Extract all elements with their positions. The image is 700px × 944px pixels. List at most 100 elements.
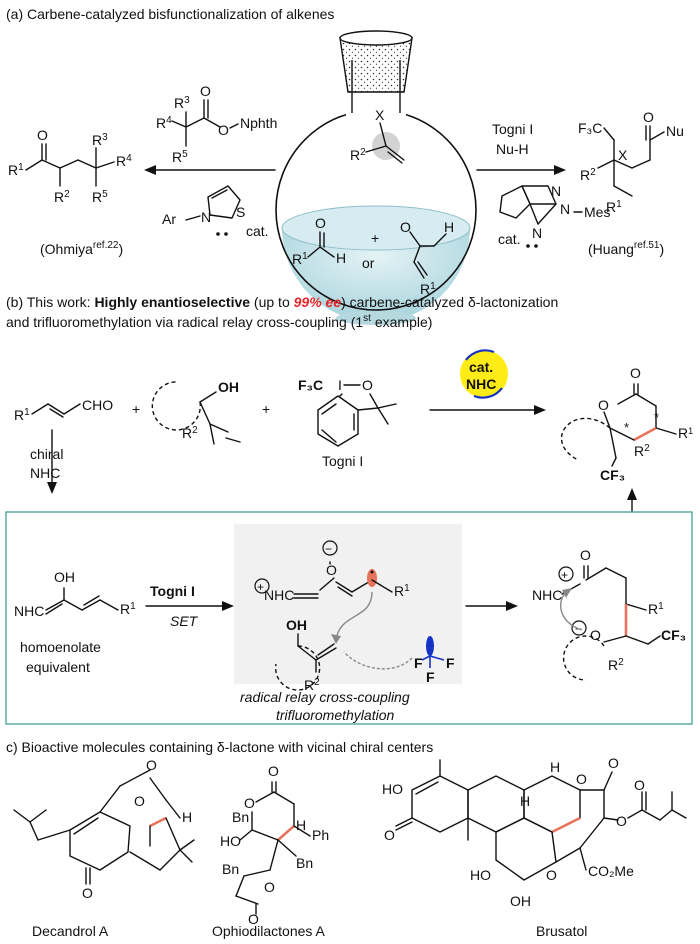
svg-text:H: H [182,809,192,825]
svg-text:O: O [598,397,609,413]
svg-text:N: N [560,201,570,217]
svg-text:O: O [384,827,395,843]
svg-text:H: H [444,219,454,235]
svg-text:O: O [546,867,557,883]
radical-caption-1: radical relay cross-coupling [240,689,410,705]
svg-text:OH: OH [54,569,75,585]
arrow-togni-set: Togni I SET [145,583,234,629]
svg-text:O: O [146,757,157,773]
allylic-alcohol-reagent: OH R2 [151,379,241,445]
togni-reagent: F₃C I O Togni I [298,377,397,469]
svg-text:S: S [236,204,245,220]
svg-text:or: or [362,255,375,271]
svg-text:CO₂Me: CO₂Me [588,863,634,879]
svg-text:F: F [426,669,435,685]
svg-text:+: + [262,401,270,417]
svg-text:H: H [520,793,530,809]
svg-text:Bn: Bn [222,861,239,877]
svg-text:O: O [576,771,587,787]
svg-text:Togni I: Togni I [150,583,195,599]
decandrol-label: Decandrol A [32,923,109,939]
radical-panel [234,524,462,684]
svg-text:X: X [375,107,385,123]
svg-text:R1: R1 [8,162,24,178]
left-product-structure: R1 O R2 R3 R4 R5 (Ohmiyaref.22) [8,127,132,257]
svg-text:(Huangref.51): (Huangref.51) [588,240,664,257]
svg-text:−: − [325,542,332,556]
mechanism-box [5,511,693,725]
cat-nhc-badge: cat. NHC [460,349,508,399]
svg-text:R5: R5 [172,149,188,165]
svg-text:R4: R4 [156,115,172,131]
svg-text:NHC: NHC [264,587,294,603]
svg-text:NHC: NHC [14,603,44,619]
svg-text:O: O [82,885,93,901]
svg-text:cat.: cat. [498,231,521,247]
svg-text:OH: OH [218,379,239,395]
svg-text:O: O [634,777,645,793]
svg-text:R2: R2 [580,167,596,183]
svg-text:F: F [414,655,423,671]
svg-text:Nphth: Nphth [240,115,277,131]
svg-text:HO: HO [470,867,491,883]
ophiodilactone-structure: O O H Ph Bn Bn HO Bn O O [220,763,329,927]
svg-text:+: + [561,568,568,582]
svg-text:CHO: CHO [82,397,113,413]
enal-reagent: R1 CHO [14,397,113,423]
svg-text:Nu: Nu [666,123,684,139]
svg-text:R2: R2 [608,657,624,673]
svg-text:H: H [336,250,346,266]
svg-text:NHC: NHC [532,587,562,603]
svg-text:(Ohmiyaref.22): (Ohmiyaref.22) [40,240,123,257]
right-product-structure: F₃C R2 X R1 O Nu (Huangref.51) [578,109,684,257]
section-c-heading: c) Bioactive molecules containing δ-lact… [6,739,433,755]
svg-text:N: N [532,225,542,241]
svg-text:O: O [248,911,259,927]
arrow-down-b: chiral NHC [30,429,63,494]
svg-text:O: O [200,83,211,99]
right-reagent-togni: Togni I [492,121,533,137]
svg-text:O: O [264,879,275,895]
svg-text:R4: R4 [116,153,132,169]
svg-text:R1: R1 [14,407,30,423]
svg-text:+: + [257,580,264,594]
arrow-up-b [627,488,637,513]
svg-text:R3: R3 [174,95,190,111]
svg-text:O: O [134,793,145,809]
svg-text:Mes: Mes [584,204,610,220]
svg-text:F₃C: F₃C [578,120,602,136]
radical-intermediate: − O NHC + R1 OH R2 F F F [254,540,455,693]
right-reagent-nuh: Nu-H [496,141,529,157]
svg-text:*: * [624,420,629,435]
svg-text:HO: HO [220,833,241,849]
svg-text:cat.: cat. [246,223,269,239]
svg-text:Bn: Bn [232,809,249,825]
svg-text:R3: R3 [92,132,108,148]
right-catalyst-structure: N N N Mes cat. [498,183,610,248]
svg-text:Ph: Ph [312,827,329,843]
svg-text:R5: R5 [92,189,108,205]
brusatol-label: Brusatol [536,923,587,939]
svg-text:X: X [618,147,628,163]
svg-text:R1: R1 [606,199,622,215]
svg-text:OH: OH [510,893,531,909]
svg-text:equivalent: equivalent [26,659,90,675]
svg-text:+: + [132,401,140,417]
brusatol-structure: HO O H H O O O O HO OH O CO₂Me [382,755,687,909]
svg-text:R2: R2 [350,147,366,163]
svg-text:O: O [630,365,641,381]
lactone-product: O O R1 * * R2 CF₃ [560,365,693,483]
svg-text:O: O [315,215,326,231]
svg-text:O: O [326,562,337,578]
svg-text:SET: SET [170,613,199,629]
svg-text:O: O [218,122,229,138]
svg-text:F₃C: F₃C [298,377,323,393]
homoenolate-structure: OH NHC R1 homoenolate equivalent [14,569,136,675]
svg-text:O: O [580,547,591,563]
section-b-heading-line1: (b) This work: Highly enantioselective (… [6,294,558,310]
svg-text:+: + [371,230,379,246]
left-catalyst-structure: N S Ar cat. [162,185,269,239]
svg-text:O: O [362,377,373,393]
svg-text:HO: HO [382,781,403,797]
